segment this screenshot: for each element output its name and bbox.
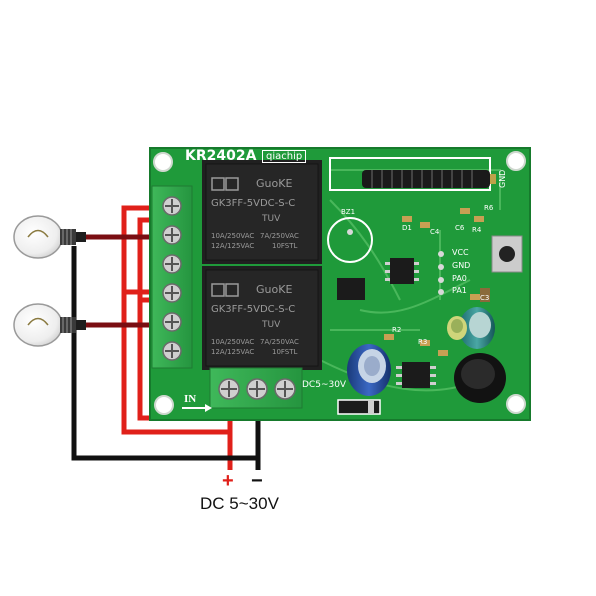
pin-label-pa1: PA1	[452, 286, 467, 295]
output-terminal-screw-6	[162, 341, 182, 361]
relay-2-rating-1: 10A/250VAC	[211, 338, 255, 346]
relay-1-rating-3: 12A/125VAC	[211, 242, 255, 250]
power-terminal-block	[209, 367, 303, 409]
output-terminal-screw-1	[162, 196, 182, 216]
mount-hole-bl	[154, 395, 174, 415]
relay-2-rating-4: 10FSTL	[272, 348, 298, 356]
silk-r3: R3	[418, 338, 428, 346]
plus-symbol: +	[222, 470, 234, 492]
power-terminal-screw-3	[274, 378, 296, 400]
ic-chip-2	[337, 278, 365, 300]
learn-push-button	[491, 235, 523, 273]
light-bulb-1	[13, 215, 86, 259]
relay-2-brand: GuoKE	[256, 283, 293, 296]
output-terminal-screw-3	[162, 254, 182, 274]
output-terminal-block	[151, 185, 193, 369]
output-terminal-screw-5	[162, 312, 182, 332]
mount-hole-tr	[506, 151, 526, 171]
output-terminal-screw-4	[162, 283, 182, 303]
relay-2-mark: TUV	[262, 320, 281, 330]
silk-d1: D1	[402, 224, 412, 232]
output-terminal-screw-2	[162, 225, 182, 245]
pin-label-pa0: PA0	[452, 274, 467, 283]
pin-label-gnd: GND	[452, 261, 471, 270]
relay-1-rating-1: 10A/250VAC	[211, 232, 255, 240]
relay-1-rating-4: 10FSTL	[272, 242, 298, 250]
capacitor-small-teal-2	[447, 316, 467, 340]
capacitor-large-blue	[347, 344, 391, 396]
relay-1-rating-2: 7A/250VAC	[260, 232, 299, 240]
red-wire-1	[121, 205, 230, 435]
relay-1-logo	[211, 177, 239, 191]
inductor-black	[454, 353, 506, 403]
silk-c6: C6	[455, 224, 465, 232]
pin-label-vcc: VCC	[452, 248, 469, 257]
relay-1-model: GK3FF-5VDC-S-C	[211, 198, 296, 209]
buzzer-outline	[327, 217, 373, 263]
relay-2-logo	[211, 283, 239, 297]
capacitor-small-teal	[459, 307, 495, 349]
ic-chip-1	[390, 258, 414, 284]
diode	[337, 399, 381, 415]
silk-bz1: BZ1	[341, 208, 356, 216]
board-brand-label: qiachip	[262, 150, 307, 163]
relay-1-brand: GuoKE	[256, 177, 293, 190]
minus-symbol: −	[251, 470, 263, 492]
gnd-vertical-label: GND	[498, 169, 507, 188]
silk-c4: C4	[430, 228, 440, 236]
board-model-label: KR2402A	[185, 148, 257, 164]
power-terminal-screw-1	[218, 378, 240, 400]
black-wire	[71, 246, 261, 461]
silk-r6: R6	[484, 204, 494, 212]
in-arrow-icon	[182, 404, 212, 412]
power-terminal-screw-2	[246, 378, 268, 400]
silk-c3: C3	[480, 294, 490, 302]
relay-2-rating-3: 12A/125VAC	[211, 348, 255, 356]
silk-r4: R4	[472, 226, 482, 234]
dc-range-silk: DC5~30V	[302, 380, 347, 390]
in-label: IN	[184, 393, 197, 405]
antenna-coil	[362, 170, 496, 188]
mount-hole-br	[506, 394, 526, 414]
mount-hole-tl	[153, 152, 173, 172]
silk-r2: R2	[392, 326, 402, 334]
ic-chip-3	[402, 362, 430, 388]
relay-1-mark: TUV	[262, 214, 281, 224]
power-voltage-label: DC 5~30V	[200, 494, 279, 513]
relay-2-model: GK3FF-5VDC-S-C	[211, 304, 296, 315]
light-bulb-2	[13, 303, 86, 347]
relay-2-rating-2: 7A/250VAC	[260, 338, 299, 346]
